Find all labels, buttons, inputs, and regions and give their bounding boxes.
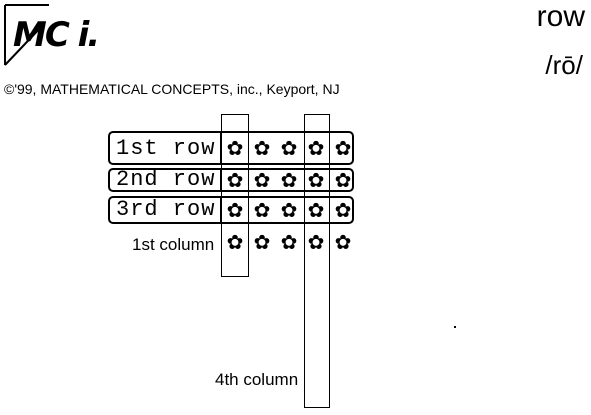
flower-r4-c2: ✿ <box>253 230 271 254</box>
flower-r4-c5: ✿ <box>334 230 352 254</box>
row-label-2: 2nd row <box>116 167 216 192</box>
flower-r1-c5: ✿ <box>334 136 352 160</box>
flower-r3-c3: ✿ <box>280 198 298 222</box>
flower-r3-c4: ✿ <box>307 198 325 222</box>
row-label-1: 1st row <box>116 136 216 161</box>
flower-r2-c3: ✿ <box>280 168 298 192</box>
row-box-3 <box>108 196 354 224</box>
flower-r4-c4: ✿ <box>307 230 325 254</box>
flower-r3-c2: ✿ <box>253 198 271 222</box>
column-label-first: 1st column <box>132 235 215 254</box>
pronunciation: /rō/ <box>545 50 583 80</box>
flower-r4-c1: ✿ <box>226 230 244 254</box>
copyright-notice: ©'99, MATHEMATICAL CONCEPTS, inc., Keypo… <box>4 81 340 97</box>
flower-r2-c5: ✿ <box>334 168 352 192</box>
row-label-3: 3rd row <box>116 197 216 222</box>
column-box-1 <box>221 114 249 277</box>
logo-text: MC i. <box>13 15 100 55</box>
column-label-fourth: 4th column <box>215 370 299 389</box>
flower-r1-c2: ✿ <box>253 136 271 160</box>
flower-r1-c1: ✿ <box>226 136 244 160</box>
flower-r2-c1: ✿ <box>226 168 244 192</box>
flower-r1-c4: ✿ <box>307 136 325 160</box>
flower-r2-c4: ✿ <box>307 168 325 192</box>
flower-r3-c5: ✿ <box>334 198 352 222</box>
logo-frame <box>4 4 49 66</box>
flower-r3-c1: ✿ <box>226 198 244 222</box>
flower-r1-c3: ✿ <box>280 136 298 160</box>
flower-r4-c3: ✿ <box>280 230 298 254</box>
stray-dot <box>454 326 456 328</box>
column-box-4 <box>304 114 330 408</box>
headword: row <box>536 0 585 33</box>
row-box-2 <box>108 168 354 192</box>
row-box-1 <box>108 131 354 165</box>
logo: MC i. <box>3 3 100 66</box>
flower-r2-c2: ✿ <box>253 168 271 192</box>
